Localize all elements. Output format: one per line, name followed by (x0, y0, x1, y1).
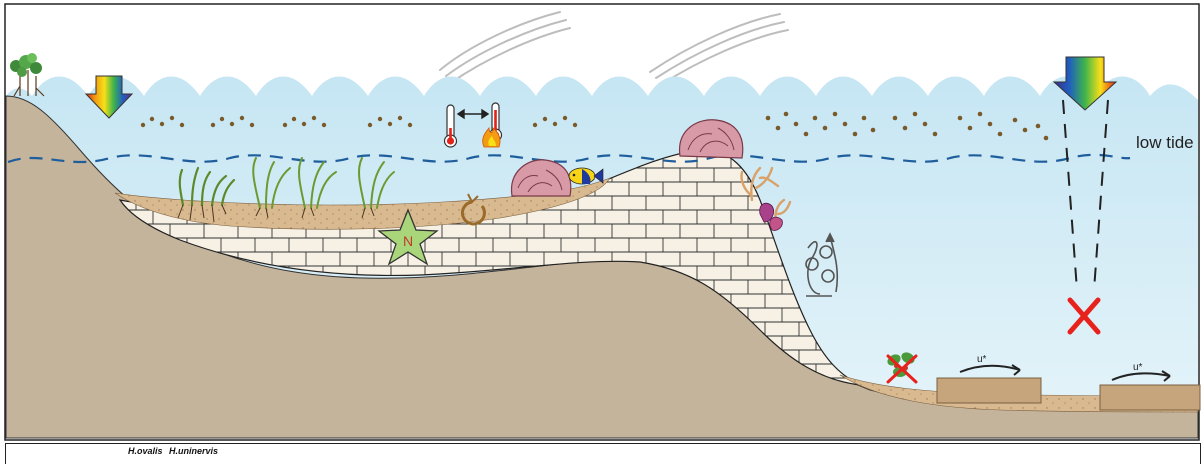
species-legend: H.ovalis H.uninervis (128, 446, 222, 456)
nutrient-label: N (403, 233, 413, 249)
friction-velocity-label: u* (977, 354, 987, 365)
species-label-ovalis: H.ovalis (128, 446, 163, 456)
low-tide-label: low tide (1136, 133, 1194, 152)
species-label-uninervis: H.uninervis (169, 446, 218, 456)
friction-velocity-label: u* (1133, 362, 1143, 373)
